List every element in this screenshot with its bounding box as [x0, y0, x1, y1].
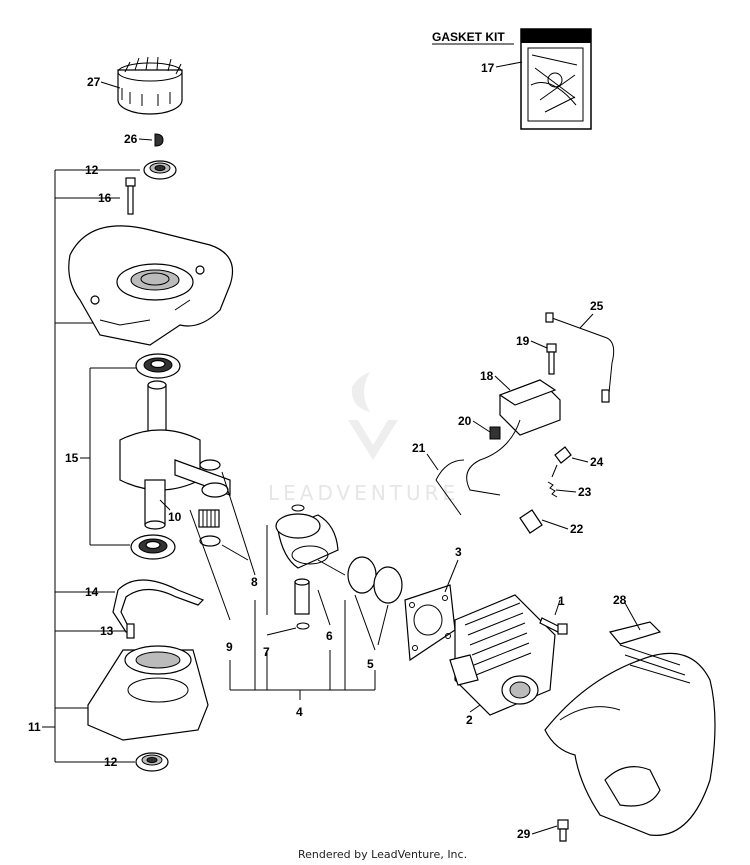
gasket-sheet-lines	[530, 54, 578, 113]
bracket-11	[42, 169, 140, 763]
piston-pin	[294, 578, 310, 615]
callout-21: 21	[412, 441, 426, 455]
bearing-bottom	[130, 534, 176, 560]
gasket-kit-group: GASKET KIT 17	[432, 28, 592, 130]
callout-17: 17	[481, 61, 495, 75]
ring-5-a	[347, 556, 377, 594]
crankcase-upper	[68, 225, 234, 346]
bolt-16	[125, 177, 136, 215]
gasket-3	[404, 559, 459, 662]
callout-12-top: 12	[85, 163, 99, 177]
bolt-1	[539, 599, 568, 635]
callout-5: 5	[367, 657, 374, 671]
callout-10: 10	[168, 510, 182, 524]
callout-9: 9	[226, 640, 233, 654]
washer-8-bottom	[199, 535, 221, 547]
callout-19: 19	[516, 334, 530, 348]
callout-25: 25	[590, 299, 604, 313]
watermark: LEADVENTURE	[268, 372, 459, 505]
callout-3: 3	[455, 545, 462, 559]
needle-bearing	[198, 509, 220, 528]
bolt-19	[546, 343, 557, 375]
plug-cap-22	[519, 509, 543, 534]
leader-17	[495, 61, 523, 68]
watermark-text: LEADVENTURE	[268, 481, 459, 505]
washer-8-top	[199, 459, 221, 471]
spring-23	[547, 481, 558, 498]
callout-20: 20	[458, 414, 472, 428]
wire-21	[435, 459, 465, 516]
callout-7: 7	[263, 645, 270, 659]
clip-20	[489, 426, 501, 440]
callout-29: 29	[517, 827, 531, 841]
callout-23: 23	[578, 485, 592, 499]
gasket-kit-box-header	[521, 29, 591, 43]
callout-11: 11	[28, 720, 41, 734]
callouts: 27 26 12 16 15 10 14 13 11 12 8 9 7 6 5 …	[28, 75, 627, 841]
callout-22: 22	[570, 522, 584, 536]
oil-seal-12-top	[143, 160, 177, 180]
callout-1: 1	[558, 594, 565, 608]
callout-16: 16	[98, 191, 112, 205]
callout-24: 24	[590, 455, 604, 469]
flywheel-27	[117, 56, 183, 115]
crankcase-lower	[87, 645, 209, 741]
key-26	[154, 133, 164, 147]
callout-26: 26	[124, 132, 138, 146]
callout-6: 6	[326, 629, 333, 643]
screw-29	[557, 819, 569, 842]
callout-8: 8	[251, 575, 258, 589]
pin-13	[126, 623, 135, 639]
bracket-15	[80, 367, 140, 546]
gasket-sheet	[527, 47, 584, 122]
ring-5-b	[373, 566, 403, 604]
clip-bottom	[296, 622, 310, 630]
terminal-24	[551, 446, 572, 478]
bracket-4	[189, 471, 389, 700]
cylinder-2	[449, 594, 556, 716]
callout-12-bottom: 12	[104, 755, 118, 769]
cover-28	[544, 602, 716, 836]
callout-13: 13	[100, 624, 114, 638]
gasket-14	[112, 579, 205, 633]
callout-4: 4	[296, 705, 303, 719]
footer-credit: Rendered by LeadVenture, Inc.	[298, 848, 467, 861]
crankshaft-10	[119, 380, 231, 530]
callout-14: 14	[85, 585, 99, 599]
oil-seal-12-bottom	[135, 752, 169, 772]
callout-28: 28	[613, 593, 627, 607]
callout-27: 27	[87, 75, 101, 89]
ignition-coil-18	[466, 379, 561, 496]
piston-6	[275, 513, 339, 569]
callout-15: 15	[65, 451, 79, 465]
bearing-top	[135, 353, 181, 379]
gasket-kit-title: GASKET KIT	[432, 30, 505, 44]
gasket-sheet-hole	[547, 72, 563, 88]
ground-wire-25	[545, 312, 615, 403]
callout-2: 2	[466, 713, 473, 727]
callout-18: 18	[480, 369, 494, 383]
clip-top	[291, 504, 305, 512]
gasket-kit-box	[520, 28, 592, 130]
